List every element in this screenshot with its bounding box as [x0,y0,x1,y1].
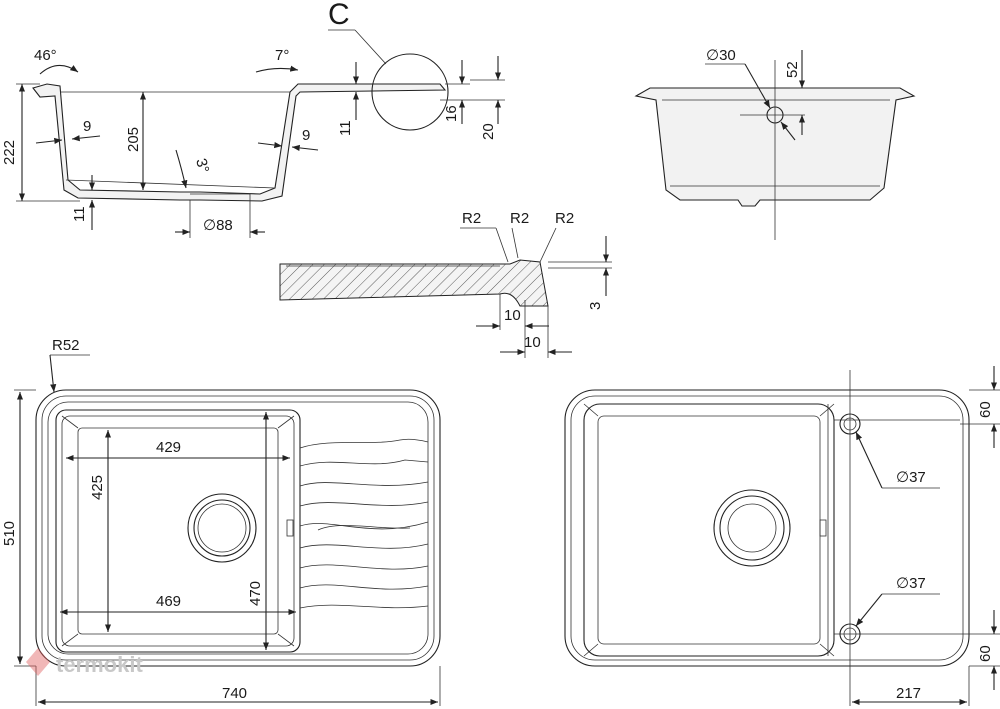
dim-205-label: 205 [125,127,142,152]
dim-510-label: 510 [1,521,18,546]
edge-detail-section: R2 R2 R2 3 10 10 [279,210,612,358]
underside-outline [564,389,970,667]
drain-outer [187,493,257,563]
watermark: termokit [26,648,143,677]
sink-outline [35,389,441,667]
dim-d30-label: ∅30 [706,47,736,64]
dim-10-b-label: 10 [524,334,541,351]
dim-10-a-label: 10 [504,307,521,324]
top-view-plan: 510 R52 429 425 469 470 740 termokit [1,337,441,706]
dim-9-right-label: 9 [302,127,310,144]
angle-7-label: 7° [275,47,289,64]
angle-46-label: 46° [34,47,57,64]
detail-c-label: C [328,0,350,31]
dim-217-label: 217 [896,685,921,702]
dim-425-label: 425 [89,475,106,500]
edge-detail-hatch [279,259,549,307]
bowl-outline [55,409,301,653]
dim-d37-top-label: ∅37 [896,469,926,486]
dim-11-right-label: 11 [337,120,354,136]
dim-d37-bottom-label: ∅37 [896,575,926,592]
dim-222-label: 222 [1,140,18,165]
drainboard-waves [299,438,429,609]
dim-52-label: 52 [784,61,801,78]
dim-11-bottom-label: 11 [71,206,88,222]
underside-drain-inner [719,495,785,561]
dim-470-label: 470 [247,581,264,606]
watermark-text: termokit [56,652,143,677]
dim-740-label: 740 [222,685,247,702]
underside-bowl [583,403,835,657]
side-section-view: 222 205 9 9 11 46° 7° 3° ∅88 C 11 [1,0,505,238]
dim-60-bottom-label: 60 [977,645,994,662]
dim-16-label: 16 [443,105,460,122]
dim-60-top-label: 60 [977,401,994,418]
dim-3-label: 3 [587,302,604,310]
r2-a-label: R2 [462,210,481,227]
drain-inner [193,499,251,557]
r52-label: R52 [52,337,80,354]
watermark-logo-icon [26,648,50,676]
detail-c-circle [371,53,449,131]
bottom-view-plan: ∅37 ∅37 60 60 217 [564,366,1000,706]
dim-469-label: 469 [156,593,181,610]
dim-429-label: 429 [156,439,181,456]
front-section-view: ∅30 52 [634,47,916,240]
angle-3-label: 3° [192,157,212,175]
sink-section-profile [32,83,447,202]
dim-d88-label: ∅88 [203,217,233,234]
dim-20-label: 20 [480,123,497,140]
r2-c-label: R2 [555,210,574,227]
underside-drain-outer [713,489,791,567]
r2-b-label: R2 [510,210,529,227]
dim-9-left-label: 9 [83,118,91,135]
